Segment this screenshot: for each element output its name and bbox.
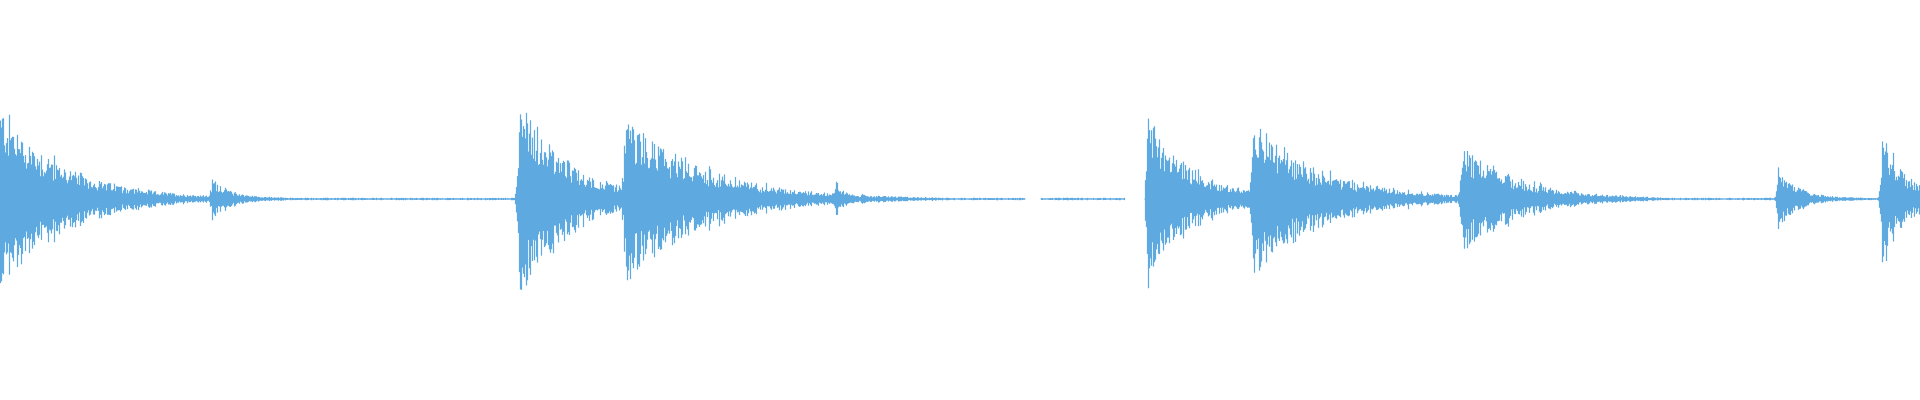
waveform-samples	[0, 112, 1920, 290]
waveform-path	[0, 112, 1920, 290]
waveform-gap	[1025, 197, 1041, 201]
waveform-gap	[1125, 197, 1145, 201]
